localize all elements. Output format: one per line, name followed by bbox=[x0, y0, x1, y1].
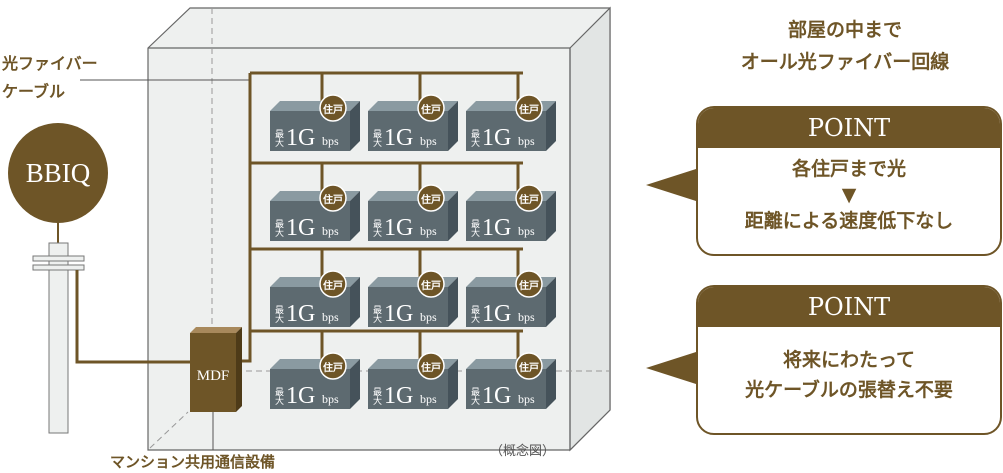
unit-max: 最大 bbox=[273, 305, 284, 324]
point-title: POINT bbox=[698, 287, 1000, 327]
unit-max: 最大 bbox=[273, 129, 284, 148]
bbiq-label: BBIQ bbox=[26, 158, 91, 188]
unit-badge: 住戸 bbox=[519, 193, 539, 206]
unit-bps: bps bbox=[322, 392, 339, 406]
unit-speed: 1G bbox=[482, 301, 511, 327]
unit-speed: 1G bbox=[482, 215, 511, 241]
building-side bbox=[569, 6, 611, 452]
unit-bps: bps bbox=[322, 224, 339, 238]
headline: 部屋の中までオール光ファイバー回線 bbox=[740, 19, 950, 73]
point-title: POINT bbox=[698, 108, 1000, 148]
utility-pole bbox=[48, 242, 69, 434]
mdf-box bbox=[190, 333, 236, 412]
fiber-label: 光ファイバーケーブル bbox=[2, 54, 98, 101]
unit-badge: 住戸 bbox=[421, 279, 441, 292]
unit-bps: bps bbox=[518, 134, 535, 148]
unit-badge: 住戸 bbox=[323, 103, 343, 116]
unit-badge: 住戸 bbox=[519, 279, 539, 292]
unit-badge: 住戸 bbox=[421, 193, 441, 206]
down-triangle-icon: ▼ bbox=[841, 184, 857, 206]
unit-speed: 1G bbox=[384, 125, 413, 151]
unit-speed: 1G bbox=[482, 125, 511, 151]
concept-note: （概念図） bbox=[490, 444, 556, 459]
point-box-2: POINT 将来にわたって光ケーブルの張替え不要 bbox=[696, 285, 1002, 435]
unit-badge: 住戸 bbox=[519, 103, 539, 116]
unit-max: 最大 bbox=[469, 219, 480, 238]
unit-bps: bps bbox=[420, 224, 437, 238]
unit-badge: 住戸 bbox=[323, 361, 343, 374]
unit-bps: bps bbox=[322, 134, 339, 148]
unit-max: 最大 bbox=[469, 129, 480, 148]
unit-speed: 1G bbox=[384, 383, 413, 409]
unit-max: 最大 bbox=[273, 219, 284, 238]
mdf-label: MDF bbox=[197, 368, 230, 384]
mdf-caption: マンション共用通信設備 bbox=[110, 453, 276, 471]
unit-speed: 1G bbox=[286, 383, 315, 409]
incoming-cable bbox=[75, 270, 192, 364]
unit-max: 最大 bbox=[371, 387, 382, 406]
unit-speed: 1G bbox=[384, 301, 413, 327]
unit-badge: 住戸 bbox=[421, 361, 441, 374]
unit-bps: bps bbox=[420, 392, 437, 406]
unit-bps: bps bbox=[322, 310, 339, 324]
unit-max: 最大 bbox=[469, 387, 480, 406]
unit-speed: 1G bbox=[384, 215, 413, 241]
unit-bps: bps bbox=[420, 310, 437, 324]
unit-badge: 住戸 bbox=[519, 361, 539, 374]
point2-arrow bbox=[646, 352, 696, 384]
unit-bps: bps bbox=[518, 310, 535, 324]
unit-speed: 1G bbox=[286, 125, 315, 151]
unit-bps: bps bbox=[420, 134, 437, 148]
unit-badge: 住戸 bbox=[323, 279, 343, 292]
unit-max: 最大 bbox=[371, 129, 382, 148]
unit-bps: bps bbox=[518, 224, 535, 238]
unit-speed: 1G bbox=[286, 215, 315, 241]
unit-badge: 住戸 bbox=[323, 193, 343, 206]
unit-speed: 1G bbox=[482, 383, 511, 409]
unit-max: 最大 bbox=[273, 387, 284, 406]
point-box-1: POINT 各住戸まで光▼距離による速度低下なし bbox=[696, 106, 1002, 256]
point1-arrow bbox=[646, 169, 696, 201]
unit-speed: 1G bbox=[286, 301, 315, 327]
unit-max: 最大 bbox=[371, 305, 382, 324]
bbiq-circle bbox=[8, 123, 108, 223]
unit-max: 最大 bbox=[371, 219, 382, 238]
unit-bps: bps bbox=[518, 392, 535, 406]
unit-badge: 住戸 bbox=[421, 103, 441, 116]
unit-max: 最大 bbox=[469, 305, 480, 324]
